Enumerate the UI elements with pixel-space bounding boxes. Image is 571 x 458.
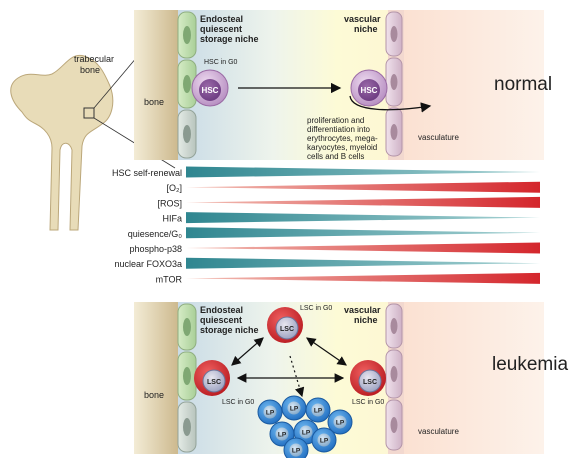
endothelial-cell: [385, 349, 403, 399]
normal-vasculature-label: vasculature: [418, 133, 459, 142]
normal-niche-panel: [134, 10, 544, 160]
lp-cell: LP: [281, 395, 307, 421]
gradient-row-label: [O₂]: [167, 183, 183, 193]
lsc-label-vascular: LSC: [363, 379, 377, 386]
gradient-wedge: [186, 257, 540, 269]
leukemia-endosteal-label-line3: storage niche: [200, 325, 259, 335]
endothelial-cell: [385, 11, 403, 57]
gradient-row-label: HIFa: [162, 214, 182, 224]
gradient-wedge: [186, 272, 540, 284]
lsc-cell-endosteal: [194, 360, 230, 396]
gradient-wedge: [186, 242, 540, 254]
lsc-cell-top: [267, 307, 303, 343]
lp-label: LP: [302, 430, 311, 437]
differentiation-arrow: [349, 95, 432, 113]
lsc-label-endosteal: LSC: [207, 379, 221, 386]
normal-endosteal-label-line2: quiescent: [200, 24, 242, 34]
differentiation-line: karyocytes, myeloid: [307, 143, 377, 152]
trabecular-bone-label-line1: trabecular: [74, 54, 114, 64]
gradient-row-label: mTOR: [156, 274, 183, 284]
differentiation-description: proliferation and differentiation into e…: [307, 116, 378, 161]
differentiation-line: erythrocytes, mega-: [307, 134, 378, 143]
leukemia-vasculature-label: vasculature: [418, 427, 459, 436]
osteoblast-cell: [177, 303, 197, 351]
endothelial-cell: [385, 303, 403, 349]
leukemia-state-label: leukemia: [492, 354, 568, 375]
endothelial-cell: [385, 107, 403, 157]
gradient-wedge: [186, 212, 540, 224]
osteoblast-cell: [177, 11, 197, 59]
lp-cell: LP: [283, 437, 309, 458]
gradient-wedge: [186, 196, 540, 208]
normal-state-label: normal: [494, 74, 552, 95]
lp-cell: LP: [257, 399, 283, 425]
lp-label: LP: [314, 408, 323, 415]
trabecular-bone-label-line2: bone: [80, 65, 100, 75]
gradient-row-label: HSC self-renewal: [112, 168, 182, 178]
osteoblast-cell: [177, 401, 197, 453]
lsc-in-g0-label-vascular: LSC in G0: [352, 399, 384, 406]
normal-vascular-label-line2: niche: [354, 24, 378, 34]
differentiation-line: differentiation into: [307, 125, 371, 134]
hsc-cell-vascular: [350, 69, 388, 107]
normal-endosteal-label-line1: Endosteal: [200, 14, 243, 24]
lsc-migration-arrow: [306, 337, 347, 366]
lsc-label-top: LSC: [280, 326, 294, 333]
lp-label: LP: [266, 410, 275, 417]
lp-cell: LP: [327, 409, 353, 435]
lp-label: LP: [336, 420, 345, 427]
lp-cell: LP: [311, 427, 337, 453]
gradient-row-label: phospho-p38: [129, 244, 182, 254]
normal-endosteal-label-line3: storage niche: [200, 34, 259, 44]
lp-derivation-arrow: [289, 355, 305, 398]
lp-label: LP: [278, 432, 287, 439]
gradient-row-label: quiesence/G₀: [128, 229, 183, 239]
leukemia-vascular-label-line2: niche: [354, 315, 378, 325]
lsc-in-g0-label-top: LSC in G0: [300, 305, 332, 312]
leukemia-bone-label: bone: [144, 390, 164, 400]
hsc-in-g0-label: HSC in G0: [204, 59, 238, 66]
differentiation-line: proliferation and: [307, 116, 364, 125]
normal-bone-label: bone: [144, 97, 164, 107]
gradient-row-label: nuclear FOXO3a: [114, 259, 182, 269]
leukemia-endosteal-label-line1: Endosteal: [200, 305, 243, 315]
leukemia-endosteal-label-line2: quiescent: [200, 315, 242, 325]
lsc-migration-arrow: [231, 337, 264, 366]
leukemia-vascular-label-line1: vascular: [344, 305, 381, 315]
lp-label: LP: [320, 438, 329, 445]
hsc-cell-endosteal: [191, 69, 229, 107]
lp-cluster: LP LP LP LP LP LP LP LP: [257, 395, 353, 458]
normal-vascular-label-line1: vascular: [344, 14, 381, 24]
gradient-wedge: [186, 227, 540, 239]
leukemia-niche-panel: LP LP LP LP LP LP LP LP: [134, 302, 544, 458]
gradient-rows: HSC self-renewal [O₂] [ROS] HIFa quiesence/G…: [112, 166, 540, 284]
hsc-label-endosteal: HSC: [202, 86, 219, 95]
lp-label: LP: [292, 448, 301, 455]
osteoblast-cell: [177, 109, 197, 159]
gradient-wedge: [186, 181, 540, 193]
lp-cell: LP: [305, 397, 331, 423]
lsc-in-g0-label-endosteal: LSC in G0: [222, 399, 254, 406]
endothelial-cell: [385, 399, 403, 451]
osteoblast-cell: [177, 351, 197, 401]
endothelial-cell: [385, 57, 403, 107]
hsc-label-vascular: HSC: [361, 86, 378, 95]
gradient-row-label: [ROS]: [157, 198, 182, 208]
differentiation-line: cells and B cells: [307, 152, 364, 161]
lsc-cell-vascular: [350, 360, 386, 396]
gradient-wedge: [186, 166, 540, 178]
lp-label: LP: [290, 406, 299, 413]
